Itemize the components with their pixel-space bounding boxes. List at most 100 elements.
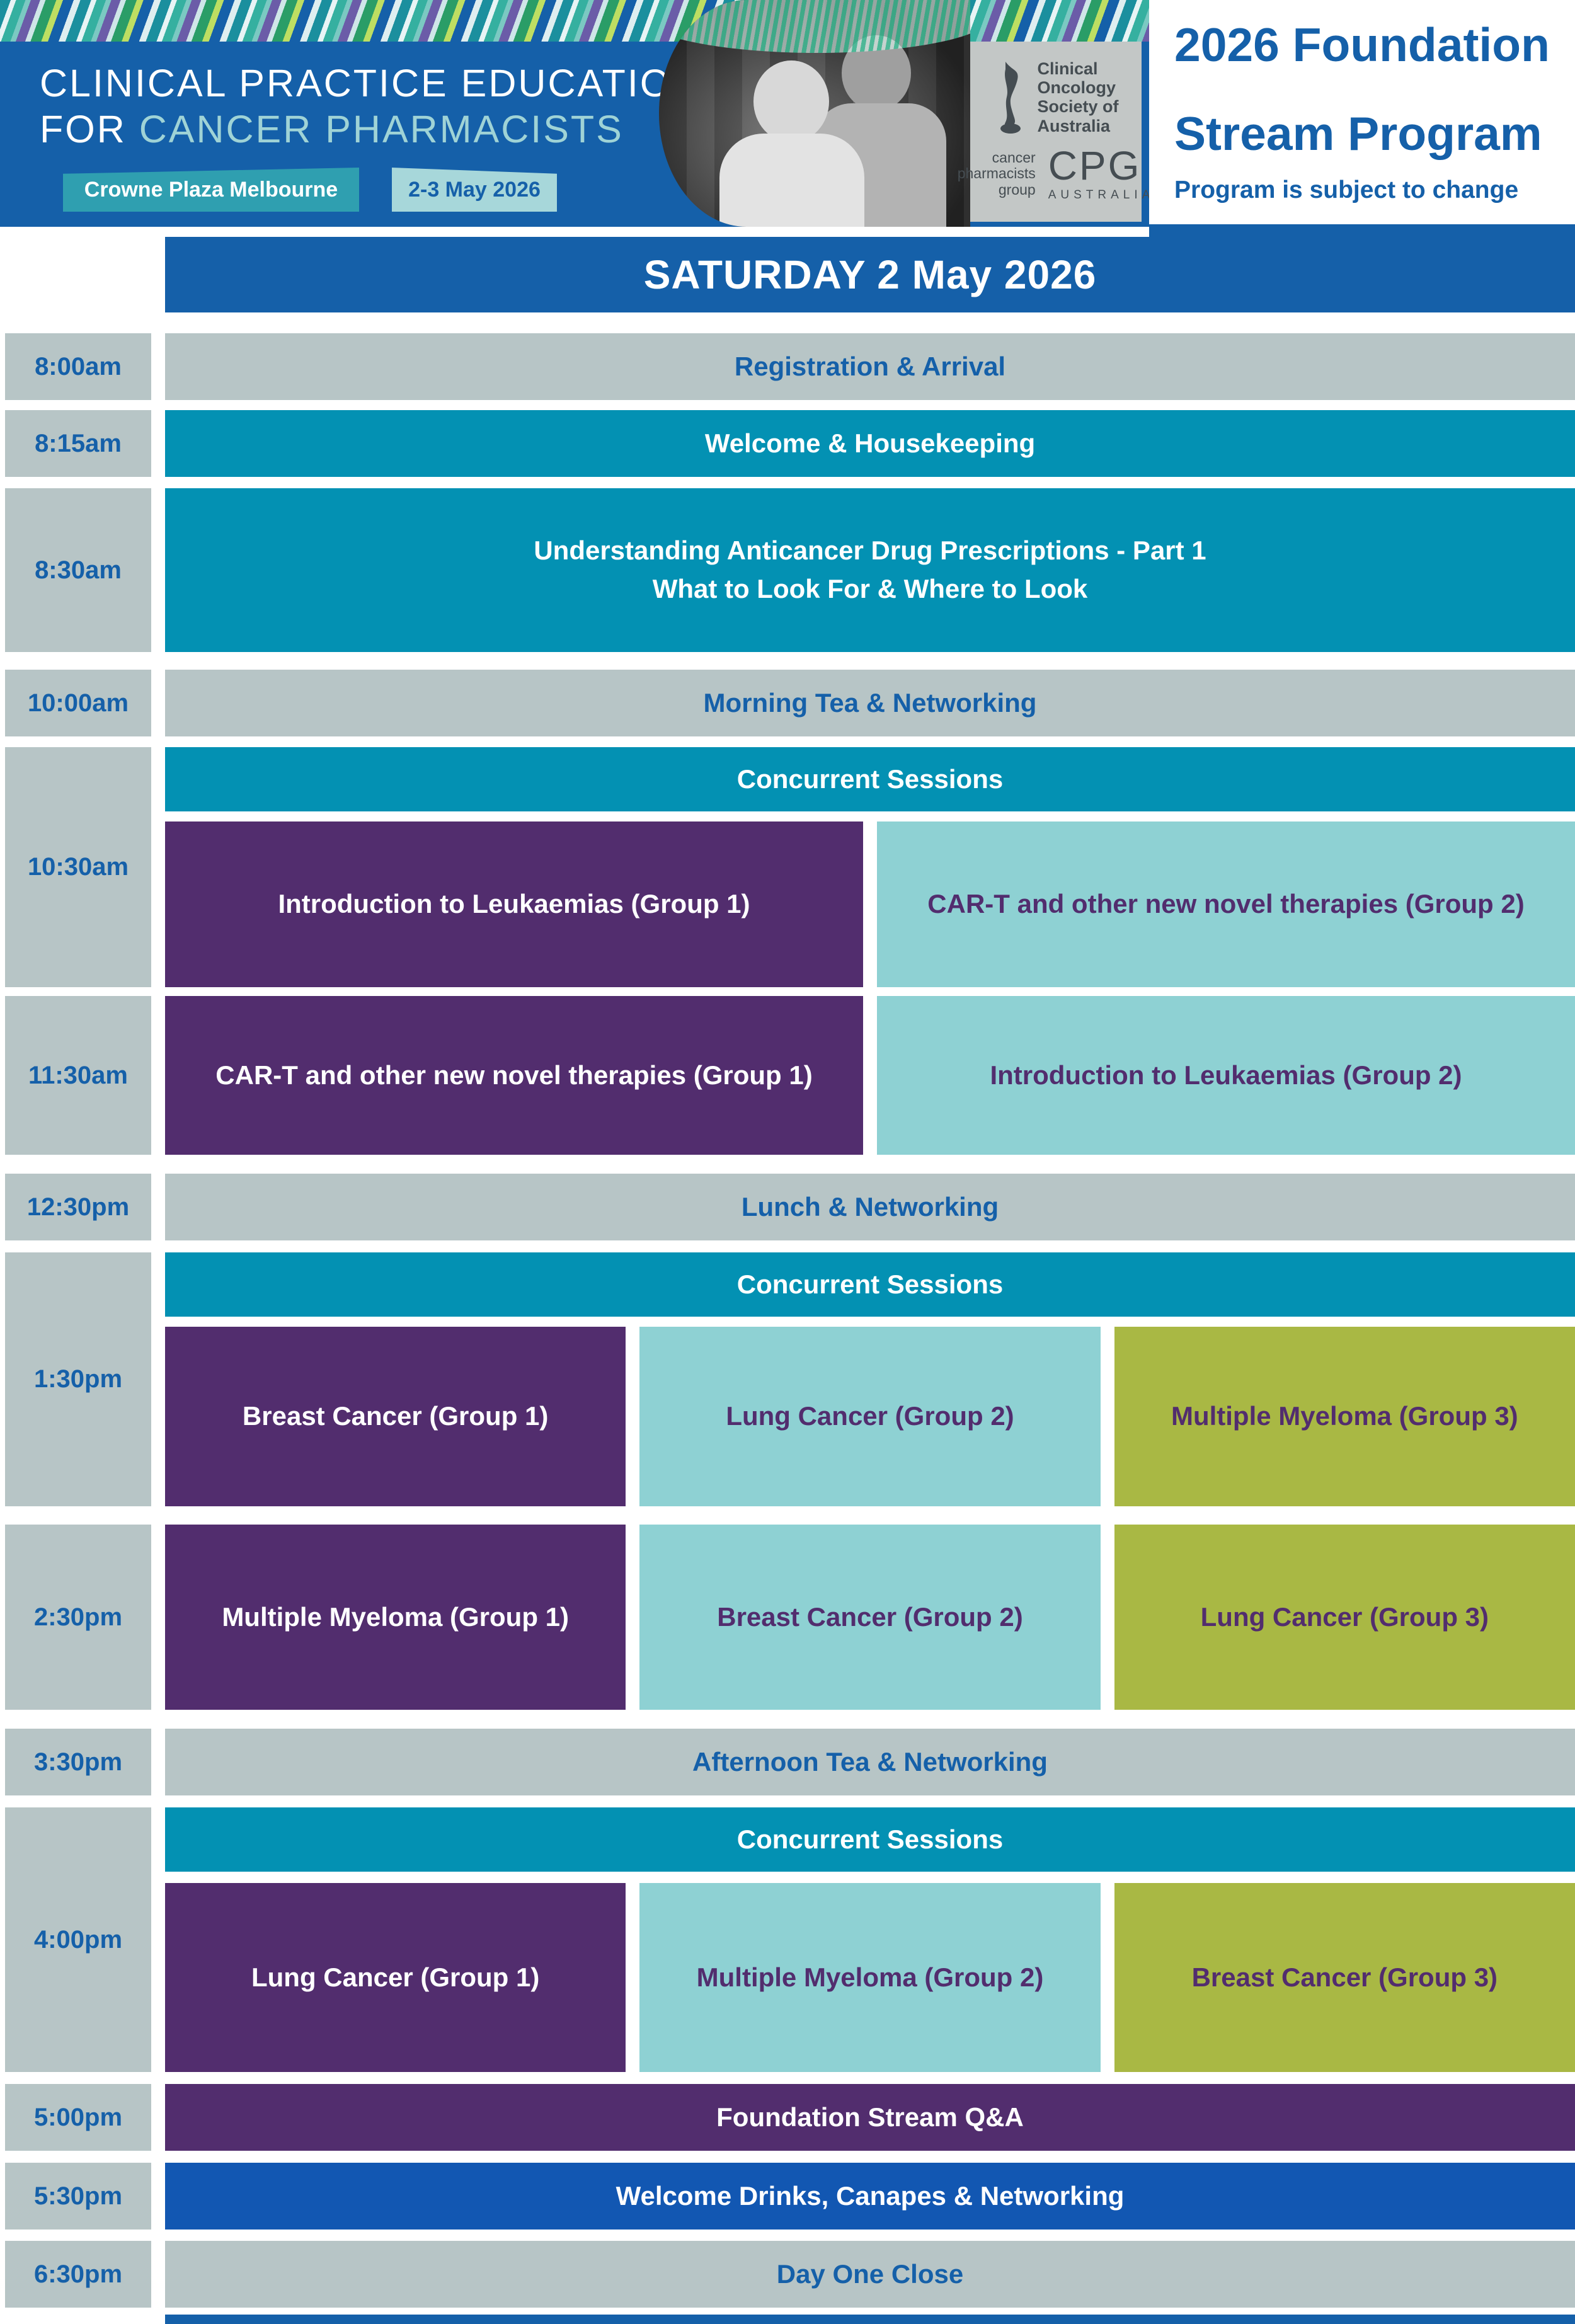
session-label: Multiple Myeloma (Group 1): [222, 1601, 570, 1632]
session-label: Lunch & Networking: [741, 1191, 999, 1222]
time-label: 11:30am: [5, 996, 151, 1155]
session-cell: Breast Cancer (Group 1): [165, 1327, 626, 1506]
session-label: Introduction to Leukaemias (Group 1): [278, 889, 750, 919]
program-note: Program is subject to change: [1174, 176, 1519, 203]
session-label: Multiple Myeloma (Group 3): [1171, 1401, 1518, 1431]
session-label: Lung Cancer (Group 2): [726, 1401, 1014, 1431]
schedule-row: 10:00am Morning Tea & Networking: [5, 670, 1575, 736]
program-title-line2: Stream Program: [1174, 107, 1542, 160]
panel-underline: [1149, 224, 1575, 237]
session-label: Breast Cancer (Group 2): [717, 1601, 1023, 1632]
header-photo: [659, 0, 970, 227]
event-title-line1: CLINICAL PRACTICE EDUCATION: [40, 62, 702, 105]
time-label: 5:00pm: [5, 2084, 151, 2151]
schedule-item-cell: Lunch & Networking: [165, 1174, 1575, 1240]
concurrent-sessions-header: Concurrent Sessions: [165, 1252, 1575, 1317]
session-label: Morning Tea & Networking: [703, 687, 1037, 718]
schedule-row: 6:30pm Day One Close: [5, 2241, 1575, 2308]
session-cell: CAR-T and other new novel therapies (Gro…: [877, 821, 1575, 987]
time-label: 10:30am: [5, 747, 151, 987]
program-title-line1: 2026 Foundation: [1174, 18, 1550, 71]
schedule-item-cell: Welcome & Housekeeping: [165, 410, 1575, 477]
session-cell: Multiple Myeloma (Group 2): [639, 1883, 1101, 2072]
schedule-item-cell: Morning Tea & Networking: [165, 670, 1575, 736]
session-label: Day One Close: [776, 2258, 964, 2289]
session-label: Foundation Stream Q&A: [716, 2102, 1024, 2132]
time-label: 8:15am: [5, 410, 151, 477]
decorative-stripes: [0, 0, 1149, 42]
cpg-logo-country: AUSTRALIA: [1048, 188, 1149, 202]
concurrent-sessions-header: Concurrent Sessions: [165, 1807, 1575, 1872]
session-cell: Breast Cancer (Group 2): [639, 1525, 1101, 1710]
schedule-item-cell: Foundation Stream Q&A: [165, 2084, 1575, 2151]
session-label: CAR-T and other new novel therapies (Gro…: [215, 1060, 813, 1090]
time-label: 2:30pm: [5, 1525, 151, 1710]
session-label: Breast Cancer (Group 1): [242, 1401, 549, 1431]
session-label: Introduction to Leukaemias (Group 2): [990, 1060, 1462, 1090]
schedule-row: 8:15am Welcome & Housekeeping: [5, 410, 1575, 477]
session-label: Breast Cancer (Group 3): [1191, 1962, 1498, 1992]
time-label: 1:30pm: [5, 1252, 151, 1506]
time-label: 3:30pm: [5, 1729, 151, 1795]
photo-person-silhouette: [753, 60, 829, 142]
session-label: CAR-T and other new novel therapies (Gro…: [927, 889, 1525, 919]
session-label: Registration & Arrival: [734, 351, 1006, 381]
session-cell: Introduction to Leukaemias (Group 1): [165, 821, 863, 987]
cpg-logo-mark: CPG AUSTRALIA: [1048, 146, 1149, 202]
session-label-line2: What to Look For & Where to Look: [652, 574, 1088, 604]
cpg-logo-name: CPG: [1048, 143, 1142, 188]
page-header: CLINICAL PRACTICE EDUCATION FOR CANCER P…: [0, 0, 1575, 237]
day-banner: SATURDAY 2 May 2026: [165, 237, 1575, 312]
time-label: 12:30pm: [5, 1174, 151, 1240]
header-card: CLINICAL PRACTICE EDUCATION FOR CANCER P…: [0, 0, 1149, 227]
session-cell: Multiple Myeloma (Group 3): [1114, 1327, 1575, 1506]
schedule-row: 11:30am CAR-T and other new novel therapi…: [5, 996, 1575, 1155]
session-cell: Lung Cancer (Group 3): [1114, 1525, 1575, 1710]
session-label: Understanding Anticancer Drug Prescripti…: [534, 535, 1206, 566]
schedule-row: 2:30pm Multiple Myeloma (Group 1) Breast C…: [5, 1525, 1575, 1710]
schedule-row: 8:30am Understanding Anticancer Drug Pres…: [5, 488, 1575, 652]
session-label: Welcome Drinks, Canapes & Networking: [616, 2180, 1125, 2211]
next-day-banner-edge: [165, 2315, 1575, 2324]
event-title-line2-rest: CANCER PHARMACISTS: [139, 108, 624, 151]
schedule-item-cell: Welcome Drinks, Canapes & Networking: [165, 2163, 1575, 2230]
time-label: 4:00pm: [5, 1807, 151, 2072]
schedule-item-cell: Afternoon Tea & Networking: [165, 1729, 1575, 1795]
session-label: Afternoon Tea & Networking: [692, 1746, 1048, 1777]
event-title-line2: FOR CANCER PHARMACISTS: [40, 106, 701, 152]
time-label: 6:30pm: [5, 2241, 151, 2308]
session-cell: Breast Cancer (Group 3): [1114, 1883, 1575, 2072]
schedule-item-cell: Understanding Anticancer Drug Prescripti…: [165, 488, 1575, 652]
decorative-swirl: [659, 0, 970, 53]
time-label: 8:30am: [5, 488, 151, 652]
time-label: 8:00am: [5, 333, 151, 400]
program-title: 2026 Foundation Stream Program: [1174, 21, 1575, 157]
session-cell: Lung Cancer (Group 1): [165, 1883, 626, 2072]
session-label: Welcome & Housekeeping: [704, 428, 1036, 458]
time-label: 5:30pm: [5, 2163, 151, 2230]
schedule-row: 5:00pm Foundation Stream Q&A: [5, 2084, 1575, 2151]
photo-person-silhouette: [719, 134, 864, 227]
schedule-row: 3:30pm Afternoon Tea & Networking: [5, 1729, 1575, 1795]
time-label: 10:00am: [5, 670, 151, 736]
session-label: Multiple Myeloma (Group 2): [696, 1962, 1044, 1992]
schedule-row: 12:30pm Lunch & Networking: [5, 1174, 1575, 1240]
session-label: Lung Cancer (Group 3): [1200, 1601, 1489, 1632]
session-cell: Lung Cancer (Group 2): [639, 1327, 1101, 1506]
session-label: Lung Cancer (Group 1): [251, 1962, 540, 1992]
concurrent-sessions-header: Concurrent Sessions: [165, 747, 1575, 811]
venue-badge: Crowne Plaza Melbourne: [63, 168, 359, 212]
program-title-panel: 2026 Foundation Stream Program Program i…: [1149, 0, 1575, 237]
session-cell: Multiple Myeloma (Group 1): [165, 1525, 626, 1710]
dates-badge: 2-3 May 2026: [392, 168, 557, 212]
schedule-row: 8:00am Registration & Arrival: [5, 333, 1575, 400]
header-boxes: Crowne Plaza Melbourne 2-3 May 2026: [63, 168, 557, 212]
session-cell: CAR-T and other new novel therapies (Gro…: [165, 996, 863, 1155]
event-title: CLINICAL PRACTICE EDUCATION FOR CANCER P…: [40, 60, 701, 152]
